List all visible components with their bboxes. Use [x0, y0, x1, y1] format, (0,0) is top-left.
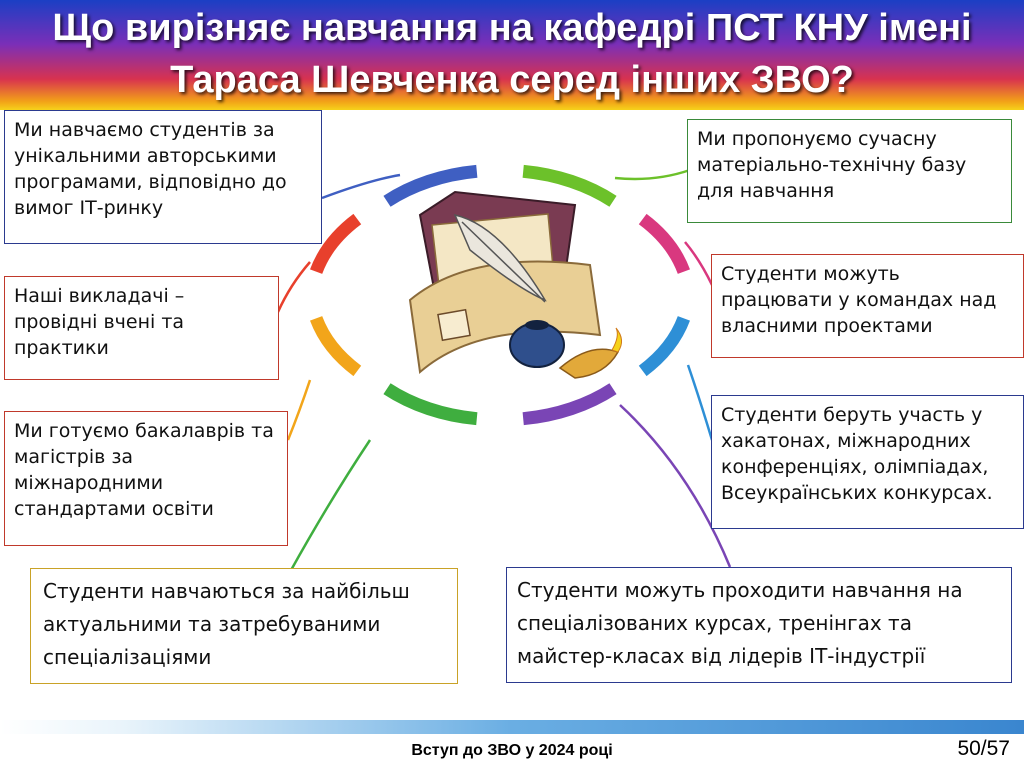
connector-teachers	[276, 261, 311, 313]
quill-shaft	[461, 221, 546, 303]
connector-courses	[619, 404, 732, 568]
ring-segment-green	[383, 383, 478, 426]
oil-lamp-icon	[558, 348, 620, 379]
box-hackathons-text: Студенти беруть участь у хакатонах, міжн…	[721, 404, 993, 504]
box-team-projects-text: Студенти можуть працювати у командах над…	[721, 263, 997, 337]
connector-hackathons	[686, 364, 714, 441]
box-international-standards: Ми готуємо бакалаврів та магістрів за мі…	[4, 411, 288, 546]
connector-specializations	[288, 439, 372, 573]
scroll-stamp	[437, 308, 471, 342]
slide-title: Що вирізняє навчання на кафедрі ПСТ КНУ …	[0, 2, 1024, 106]
ring-segment-orange	[310, 315, 362, 377]
ring-segments	[310, 164, 690, 426]
ring-segment-red	[310, 213, 362, 275]
title-bar	[0, 0, 1024, 110]
inkwell-neck	[525, 320, 549, 330]
ring-segment-blue	[383, 164, 478, 207]
connector-lines	[276, 168, 732, 573]
bottom-strip	[0, 720, 1024, 734]
box-specializations-text: Студенти навчаються за найбільш актуальн…	[43, 579, 410, 669]
slide-title-line1: Що вирізняє навчання на кафедрі ПСТ КНУ …	[52, 7, 972, 49]
study-illustration	[408, 190, 622, 379]
footer-text: Вступ до ЗВО у 2024 році	[411, 742, 613, 759]
box-international-standards-text: Ми готуємо бакалаврів та магістрів за мі…	[14, 420, 274, 520]
connector-standards	[286, 379, 312, 441]
ring-segment-purple	[522, 383, 617, 426]
lamp-flame	[611, 327, 622, 353]
connector-teams	[684, 241, 714, 286]
scroll	[408, 260, 602, 374]
connector-programs	[321, 173, 401, 200]
connector-base	[614, 168, 691, 181]
box-team-projects: Студенти можуть працювати у командах над…	[711, 254, 1024, 358]
box-hackathons: Студенти беруть участь у хакатонах, міжн…	[711, 395, 1024, 529]
box-unique-programs-text: Ми навчаємо студентів за унікальними авт…	[14, 119, 287, 219]
slide-title-line2: Тараса Шевченка серед інших ЗВО?	[170, 59, 854, 101]
page-number: 50/57	[957, 737, 1010, 760]
box-teachers-text: Наші викладачі – провідні вчені та практ…	[14, 285, 185, 359]
box-teachers: Наші викладачі – провідні вчені та практ…	[4, 276, 279, 380]
ring-segment-lime	[522, 164, 617, 207]
box-technical-base-text: Ми пропонуємо сучасну матеріально-техніч…	[697, 128, 967, 202]
box-technical-base: Ми пропонуємо сучасну матеріально-техніч…	[687, 119, 1012, 223]
box-special-courses: Студенти можуть проходити навчання на сп…	[506, 567, 1012, 683]
ring-segment-magenta	[638, 213, 690, 275]
box-specializations: Студенти навчаються за найбільш актуальн…	[30, 568, 458, 684]
box-unique-programs: Ми навчаємо студентів за унікальними авт…	[4, 110, 322, 244]
ring-segment-sky	[638, 315, 690, 377]
box-special-courses-text: Студенти можуть проходити навчання на сп…	[517, 578, 963, 668]
